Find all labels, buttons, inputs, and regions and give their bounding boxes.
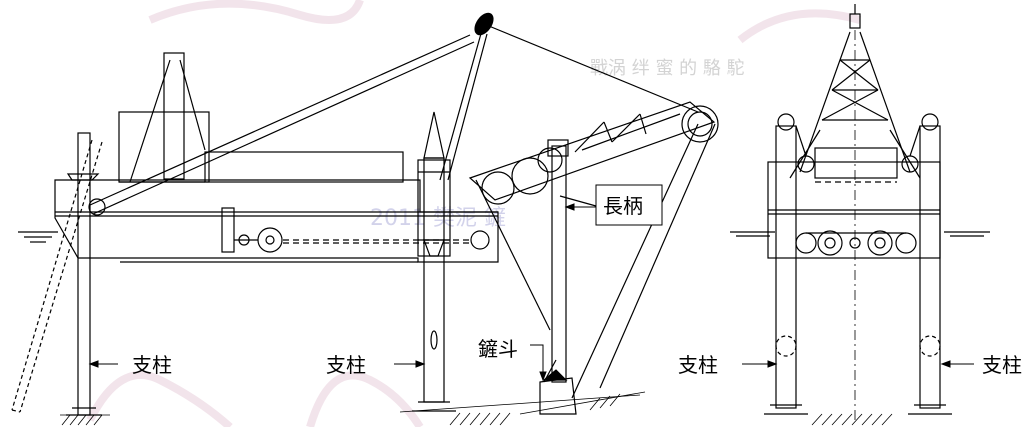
side-view	[11, 12, 719, 426]
callouts	[88, 184, 974, 382]
spud-middle	[412, 111, 456, 412]
ladder-truss	[468, 101, 719, 205]
pillar-label-2: 支柱	[326, 353, 366, 377]
front-sheaves	[795, 230, 917, 256]
hoist-wires	[475, 23, 716, 399]
front-seabed-hatch	[811, 413, 893, 426]
top-right-watermark-text: 戰涡 绊 蜜 的 駱 駝	[590, 58, 745, 79]
pillar-label-3: 支柱	[678, 353, 718, 377]
background-watermark-art	[86, 0, 862, 427]
pillar-label-1: 支柱	[132, 353, 172, 377]
front-spud-right	[901, 113, 952, 415]
seabed-hatch	[60, 391, 646, 426]
handle-label: 長柄	[603, 194, 643, 218]
deckhouse	[118, 111, 404, 183]
dipper-handle	[547, 139, 597, 383]
tower-lattice	[789, 4, 921, 179]
deck-sheave-left	[88, 198, 106, 216]
front-hull	[767, 147, 941, 259]
front-spud-left	[764, 113, 815, 415]
pillar-label-4: 支柱	[982, 353, 1022, 377]
mast-a-frame	[129, 52, 206, 183]
water-level-mark-left	[18, 231, 58, 243]
bucket-label-leader	[530, 344, 544, 378]
center-watermark-text: 2011 樊泥 鏟	[370, 206, 506, 231]
front-view	[730, 4, 990, 426]
bucket-label: 鏟斗	[478, 337, 518, 361]
spud-left	[11, 132, 103, 416]
dipper-bucket	[539, 359, 577, 415]
handle-label-box	[595, 184, 663, 226]
handle-label-arrow	[564, 203, 575, 211]
